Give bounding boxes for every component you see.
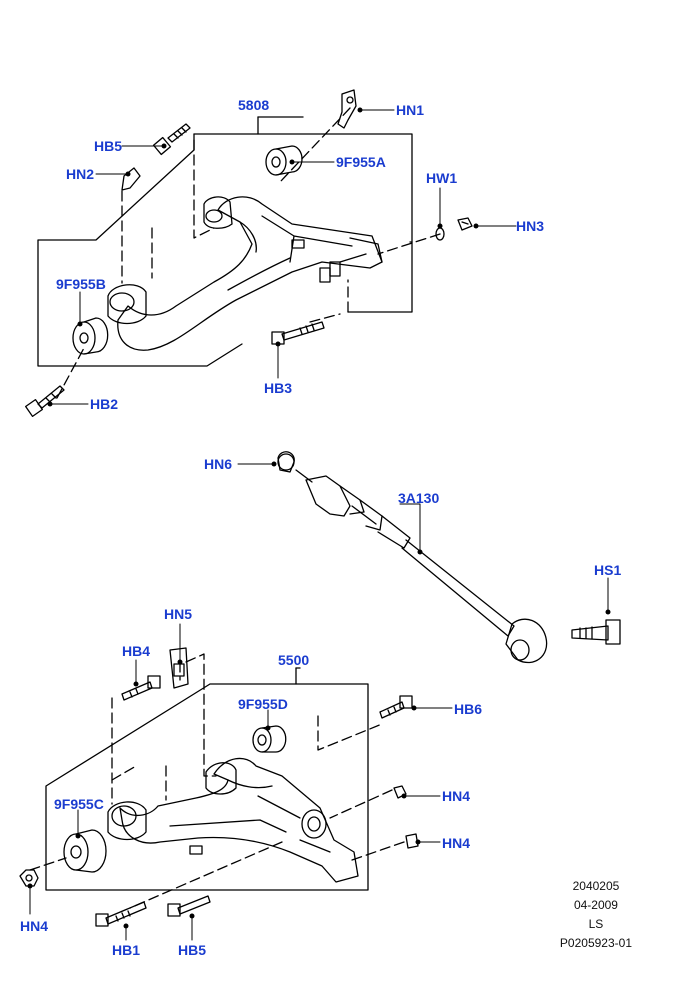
- bolt-hs1: [571, 619, 621, 645]
- bushing-9f955b: [72, 317, 109, 355]
- meta-initials: LS: [588, 917, 604, 931]
- callout-hn2[interactable]: HN2: [66, 166, 95, 182]
- callout-3a130[interactable]: 3A130: [398, 490, 440, 506]
- leader-lines: [29, 109, 609, 941]
- callout-hn5[interactable]: HN5: [164, 606, 193, 622]
- callout-hb1[interactable]: HB1: [112, 942, 141, 958]
- bolt-hb4: [121, 675, 161, 701]
- meta-date: 04-2009: [573, 898, 618, 912]
- callout-5808[interactable]: 5808: [238, 97, 270, 113]
- callout-9f955b[interactable]: 9F955B: [56, 276, 106, 292]
- callout-hb2[interactable]: HB2: [90, 396, 119, 412]
- callout-5500[interactable]: 5500: [278, 652, 310, 668]
- bolt-hb2: [24, 385, 65, 418]
- callout-hw1[interactable]: HW1: [426, 170, 458, 186]
- bolt-hb5-top: [152, 123, 191, 156]
- nut-hn3: [457, 217, 473, 231]
- callout-hn4-right-upper[interactable]: HN4: [442, 788, 471, 804]
- bushing-9f955d: [252, 725, 287, 753]
- callout-9f955d[interactable]: 9F955D: [238, 696, 288, 712]
- callout-hn4-right-lower[interactable]: HN4: [442, 835, 471, 851]
- nut-hn4-right-lower: [405, 833, 419, 849]
- callout-9f955a[interactable]: 9F955A: [336, 154, 386, 170]
- leader-dots: [27, 107, 611, 929]
- nut-hn4-left: [19, 869, 39, 887]
- callout-9f955c[interactable]: 9F955C: [54, 796, 104, 812]
- callout-hb4[interactable]: HB4: [122, 643, 151, 659]
- lower-arm-dashes: [29, 653, 405, 909]
- lower-control-arm: [107, 757, 359, 883]
- bolt-hb3: [271, 321, 325, 345]
- bolt-hb1: [95, 901, 147, 927]
- callout-hb6[interactable]: HB6: [454, 701, 483, 717]
- upper-arm-dashes: [56, 107, 441, 399]
- upper-control-arm: [107, 196, 383, 351]
- bolt-hb6: [379, 695, 413, 719]
- nut-hn2: [121, 167, 141, 191]
- callout-hb5-top[interactable]: HB5: [94, 138, 123, 154]
- callout-hn4-left[interactable]: HN4: [20, 918, 49, 934]
- meta-ref: P0205923-01: [559, 936, 632, 950]
- callout-hn1[interactable]: HN1: [396, 102, 425, 118]
- track-link-3a130: [277, 451, 548, 664]
- meta-code: 2040205: [572, 879, 620, 893]
- callout-hn3[interactable]: HN3: [516, 218, 545, 234]
- clip-hn5: [169, 647, 189, 689]
- meta-block: 2040205 04-2009 LS P0205923-01: [560, 877, 632, 953]
- lower-arm-frame: [45, 667, 369, 891]
- callout-hb5-bottom[interactable]: HB5: [178, 942, 207, 958]
- callout-hn6[interactable]: HN6: [204, 456, 233, 472]
- bushing-9f955a: [265, 145, 303, 176]
- bolt-hb5-bottom: [167, 895, 211, 917]
- clip-hn1: [337, 89, 357, 129]
- nut-hn4-right-upper: [393, 785, 407, 799]
- bushing-9f955c: [63, 829, 107, 873]
- callout-hs1[interactable]: HS1: [594, 562, 622, 578]
- callout-hb3[interactable]: HB3: [264, 380, 293, 396]
